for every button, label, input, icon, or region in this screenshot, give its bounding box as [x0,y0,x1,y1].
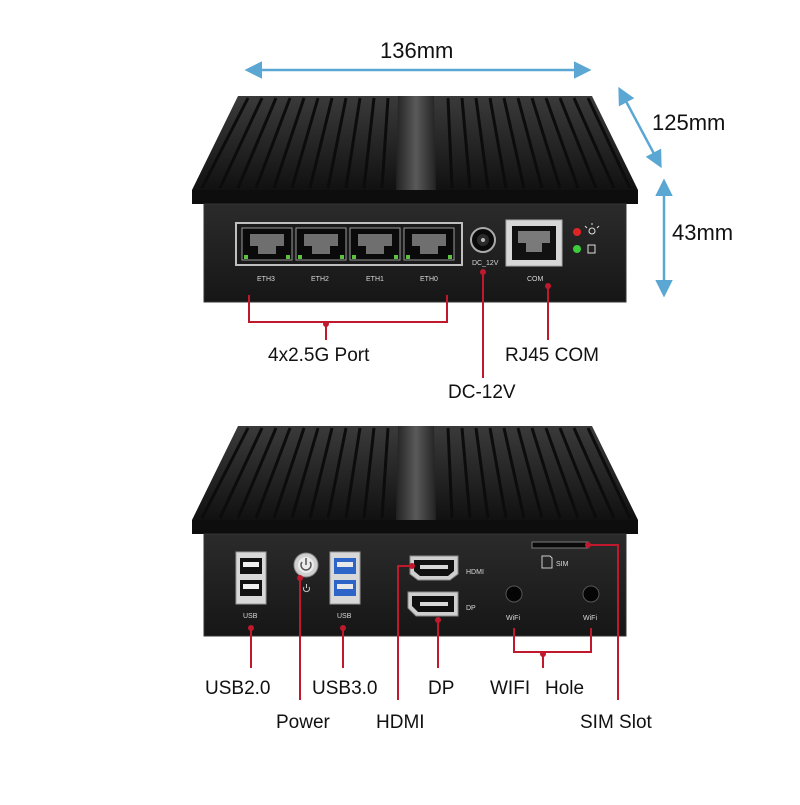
power-callout: Power [276,712,330,733]
wifi-hole-right [582,585,600,603]
hdmi-callout: HDMI [376,712,425,733]
eth-port-1 [349,227,401,261]
top-callout-lines [248,270,549,378]
dc-12v-callout: DC-12V [448,382,516,403]
power-symbol-icon [303,584,310,593]
front-view-device [192,96,638,303]
depth-dimension-arrow [618,86,662,169]
dc-12v-port-label: DC_12V [472,260,499,267]
displayport-port [407,591,459,617]
dc-power-jack [470,227,496,253]
usb3-callout: USB3.0 [312,678,378,699]
ethernet-ports-callout: 4x2.5G Port [268,345,370,366]
status-led-green [573,245,581,253]
usb3-port-label: USB [337,613,352,620]
hdmi-port [409,555,459,581]
wifi-hole-callout: Hole [545,678,585,699]
eth-port-2 [295,227,347,261]
wifi-callout: WIFI [490,678,531,699]
usb2-ports [235,551,267,605]
wifi-right-label: WiFi [583,615,597,622]
eth-port-0 [403,227,455,261]
rj45-com-callout: RJ45 COM [505,345,599,366]
eth0-label: ETH0 [420,276,438,283]
usb2-port-label: USB [243,613,258,620]
com-rj45-port [505,219,563,267]
wifi-hole-left [505,585,523,603]
depth-dimension-label: 125mm [652,110,726,135]
eth2-label: ETH2 [311,276,329,283]
disk-led-icon [587,244,596,254]
width-dimension-label: 136mm [380,38,454,63]
usb2-callout: USB2.0 [205,678,271,699]
usb3-ports [329,551,361,605]
power-led-icon [584,223,600,235]
dp-port-label: DP [466,605,476,612]
hdmi-port-label: HDMI [466,569,484,576]
bottom-callout-lines [250,544,619,700]
power-button [293,552,319,578]
eth-port-3 [241,227,293,261]
com-port-label: COM [527,276,544,283]
height-dimension-label: 43mm [672,220,734,245]
eth1-label: ETH1 [366,276,384,283]
wifi-left-label: WiFi [506,615,520,622]
sim-slot-label: SIM [556,561,569,568]
eth3-label: ETH3 [257,276,275,283]
dp-callout: DP [428,678,455,699]
sim-slot-callout: SIM Slot [580,712,652,733]
rear-view-device [192,426,638,637]
status-led-red [573,228,581,236]
